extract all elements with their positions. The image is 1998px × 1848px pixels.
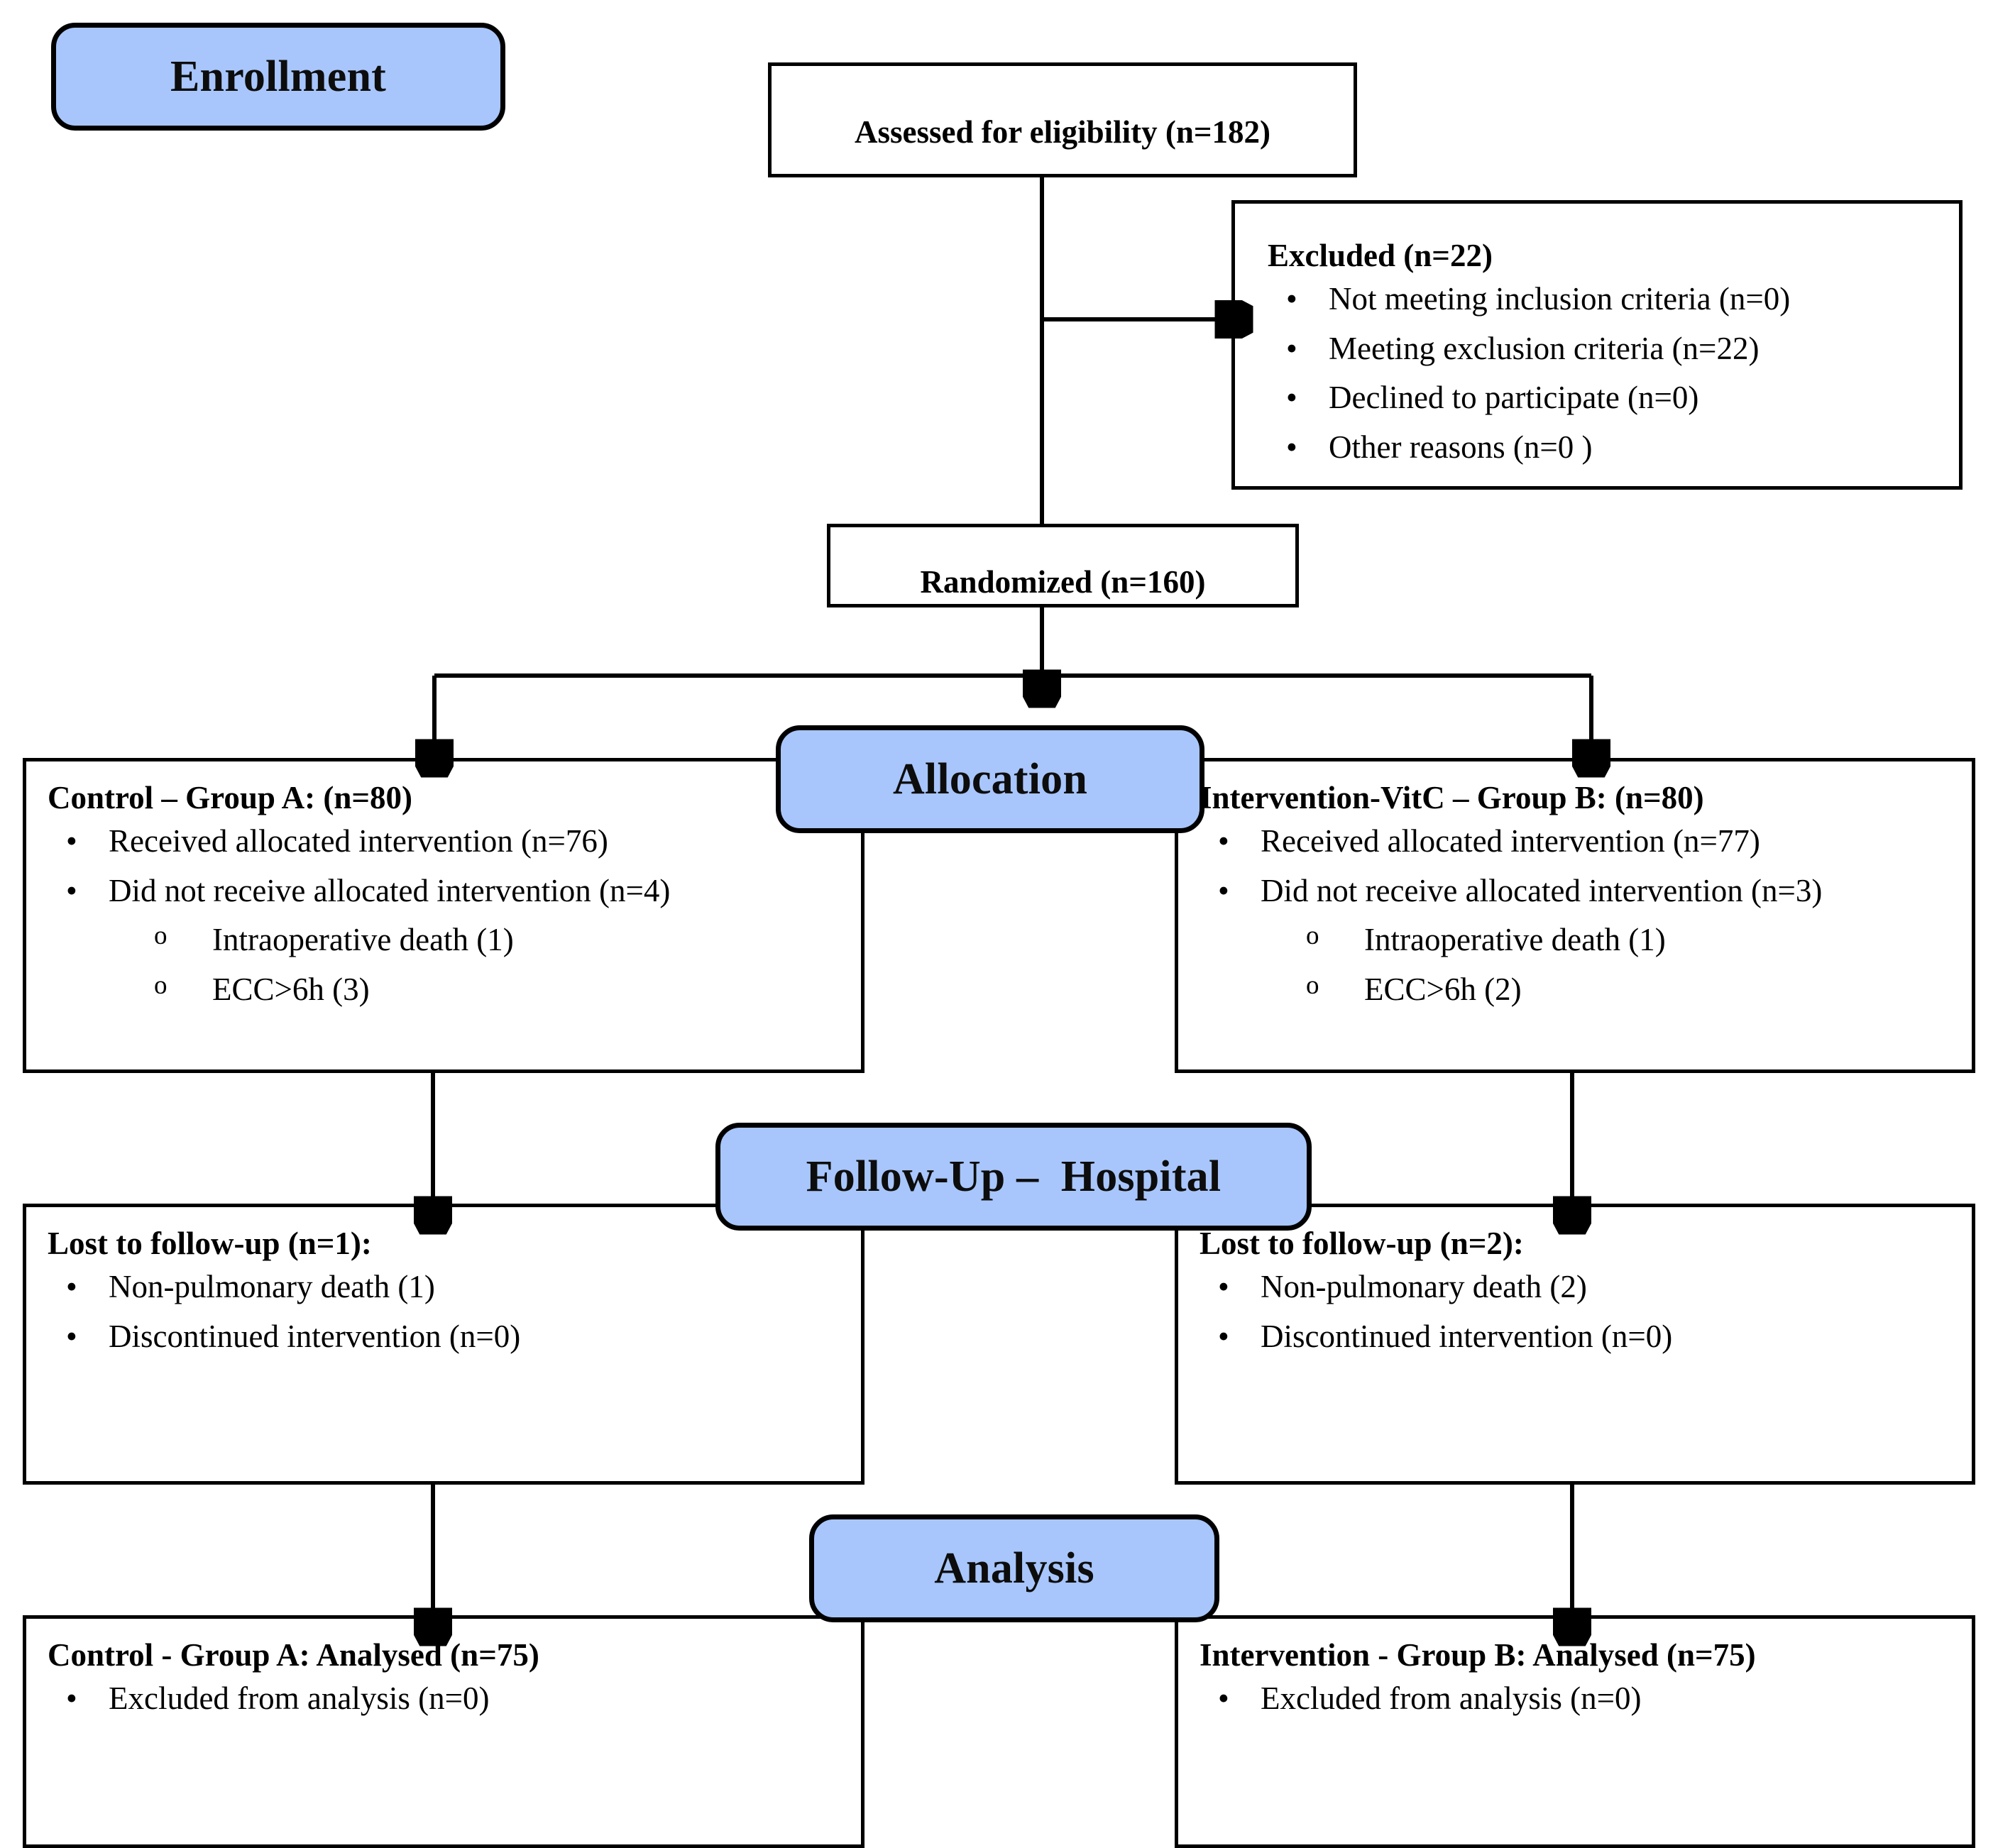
followup-intervention-list: • Non-pulmonary death (2) • Discontinued in… (1200, 1263, 1950, 1362)
allocation-intervention-item-label: Intraoperative death (1) (1364, 922, 1666, 958)
bullet-icon: • (1218, 872, 1229, 908)
allocation-intervention-item: o ECC>6h (2) (1200, 965, 1950, 1015)
allocation-control-item: o ECC>6h (3) (48, 965, 840, 1015)
assessed-for-eligibility-box: Assessed for eligibility (n=182) (768, 62, 1357, 177)
followup-intervention-box: Lost to follow-up (n=2): • Non-pulmonary … (1175, 1204, 1975, 1485)
followup-control-item-label: Non-pulmonary death (1) (109, 1268, 435, 1304)
excluded-reason-item: • Declined to participate (n=0) (1268, 373, 1938, 423)
allocation-intervention-item: • Received allocated intervention (n=77) (1200, 817, 1950, 867)
sub-bullet-icon: o (154, 971, 168, 1000)
allocation-control-item: o Intraoperative death (1) (48, 915, 840, 965)
allocation-control-list: •Received allocated intervention (n=76)•… (48, 817, 840, 1015)
analysis-intervention-item: • Excluded from analysis (n=0) (1200, 1674, 1950, 1724)
followup-intervention-item: • Discontinued intervention (n=0) (1200, 1312, 1950, 1362)
followup-control-title: Lost to follow-up (n=1): (48, 1226, 372, 1261)
bullet-icon: • (1286, 330, 1297, 366)
stage-label-allocation-text: Allocation (892, 755, 1088, 803)
allocation-intervention-item: o Intraoperative death (1) (1200, 915, 1950, 965)
bullet-icon: • (66, 1318, 77, 1354)
randomized-box: Randomized (n=160) (827, 524, 1299, 607)
randomized-label: Randomized (n=160) (920, 564, 1206, 600)
allocation-control-item-label: Intraoperative death (1) (212, 922, 514, 958)
allocation-control-title: Control – Group A: (n=80) (48, 780, 413, 815)
excluded-reason-item-label: Not meeting inclusion criteria (n=0) (1329, 280, 1791, 317)
allocation-intervention-item-label: ECC>6h (2) (1364, 972, 1522, 1007)
excluded-reason-item: • Meeting exclusion criteria (n=22) (1268, 324, 1938, 374)
followup-intervention-title: Lost to follow-up (n=2): (1200, 1226, 1524, 1261)
bullet-icon: • (66, 1268, 77, 1304)
excluded-reason-item-label: Declined to participate (n=0) (1329, 380, 1699, 416)
bullet-icon: • (66, 872, 77, 908)
allocation-intervention-title: Intervention-VitC – Group B: (n=80) (1200, 780, 1704, 815)
analysis-control-item-label: Excluded from analysis (n=0) (109, 1680, 490, 1716)
followup-control-item: • Discontinued intervention (n=0) (48, 1312, 840, 1362)
analysis-control-list: • Excluded from analysis (n=0) (48, 1674, 840, 1724)
followup-control-item: • Non-pulmonary death (1) (48, 1263, 840, 1312)
stage-label-allocation: Allocation (776, 725, 1204, 833)
allocation-intervention-box: Intervention-VitC – Group B: (n=80) • Rec… (1175, 758, 1975, 1073)
excluded-reason-item: • Other reasons (n=0 ) (1268, 423, 1938, 473)
bullet-icon: • (66, 1680, 77, 1716)
allocation-control-item-label: Received allocated intervention (n=76) (109, 823, 608, 859)
allocation-control-box: Control – Group A: (n=80) • Received allo… (23, 758, 864, 1073)
allocation-intervention-item-label: Received allocated intervention (n=77) (1261, 823, 1760, 859)
excluded-reason-list: • Not meeting inclusion criteria (n=0) • Me… (1268, 275, 1938, 473)
stage-label-followup-text: Follow-Up – Hospital (806, 1153, 1222, 1201)
allocation-control-item: • Did not receive allocated intervention … (48, 867, 840, 916)
sub-bullet-icon: o (154, 921, 168, 951)
sub-bullet-icon: o (1306, 921, 1319, 951)
bullet-icon: • (1286, 380, 1297, 416)
excluded-reason-item-label: Meeting exclusion criteria (n=22) (1329, 330, 1760, 366)
followup-control-box: Lost to follow-up (n=1): • Non-pulmonary … (23, 1204, 864, 1485)
followup-intervention-item: • Non-pulmonary death (2) (1200, 1263, 1950, 1312)
sub-bullet-icon: o (1306, 971, 1319, 1000)
analysis-control-title: Control - Group A: Analysed (n=75) (48, 1637, 539, 1673)
followup-intervention-item-label: Discontinued intervention (n=0) (1261, 1318, 1673, 1354)
excluded-title: Excluded (n=22) (1268, 238, 1493, 273)
bullet-icon: • (1218, 823, 1229, 859)
followup-intervention-item-label: Non-pulmonary death (2) (1261, 1268, 1587, 1304)
analysis-intervention-list: • Excluded from analysis (n=0) (1200, 1674, 1950, 1724)
bullet-icon: • (66, 823, 77, 859)
followup-control-item-label: Discontinued intervention (n=0) (109, 1318, 521, 1354)
stage-label-enrollment: Enrollment (51, 23, 505, 131)
bullet-icon: • (1286, 429, 1297, 465)
analysis-intervention-box: Intervention - Group B: Analysed (n=75) … (1175, 1615, 1975, 1848)
excluded-reason-item: • Not meeting inclusion criteria (n=0) (1268, 275, 1938, 324)
stage-label-analysis-text: Analysis (934, 1544, 1094, 1593)
stage-label-followup: Follow-Up – Hospital (715, 1123, 1312, 1231)
excluded-reason-item-label: Other reasons (n=0 ) (1329, 429, 1593, 465)
bullet-icon: • (1286, 280, 1297, 317)
allocation-control-item: • Received allocated intervention (n=76) (48, 817, 840, 867)
analysis-control-box: Control - Group A: Analysed (n=75) • Excl… (23, 1615, 864, 1848)
analysis-control-item: • Excluded from analysis (n=0) (48, 1674, 840, 1724)
analysis-intervention-item-label: Excluded from analysis (n=0) (1261, 1680, 1642, 1716)
allocation-control-item-label: ECC>6h (3) (212, 972, 370, 1007)
followup-control-list: • Non-pulmonary death (1) • Discontinued in… (48, 1263, 840, 1362)
allocation-control-item-label: Did not receive allocated intervention (… (109, 872, 671, 908)
allocation-intervention-item: • Did not receive allocated intervention … (1200, 867, 1950, 916)
stage-label-enrollment-text: Enrollment (170, 53, 386, 101)
assessed-for-eligibility-label: Assessed for eligibility (n=182) (854, 114, 1271, 150)
bullet-icon: • (1218, 1318, 1229, 1354)
allocation-intervention-item-label: Did not receive allocated intervention (… (1261, 872, 1823, 908)
analysis-intervention-title: Intervention - Group B: Analysed (n=75) (1200, 1637, 1756, 1673)
stage-label-analysis: Analysis (809, 1514, 1219, 1622)
bullet-icon: • (1218, 1268, 1229, 1304)
allocation-intervention-list: •Received allocated intervention (n=77)•… (1200, 817, 1950, 1015)
bullet-icon: • (1218, 1680, 1229, 1716)
excluded-box: Excluded (n=22) • Not meeting inclusion c… (1231, 200, 1963, 490)
